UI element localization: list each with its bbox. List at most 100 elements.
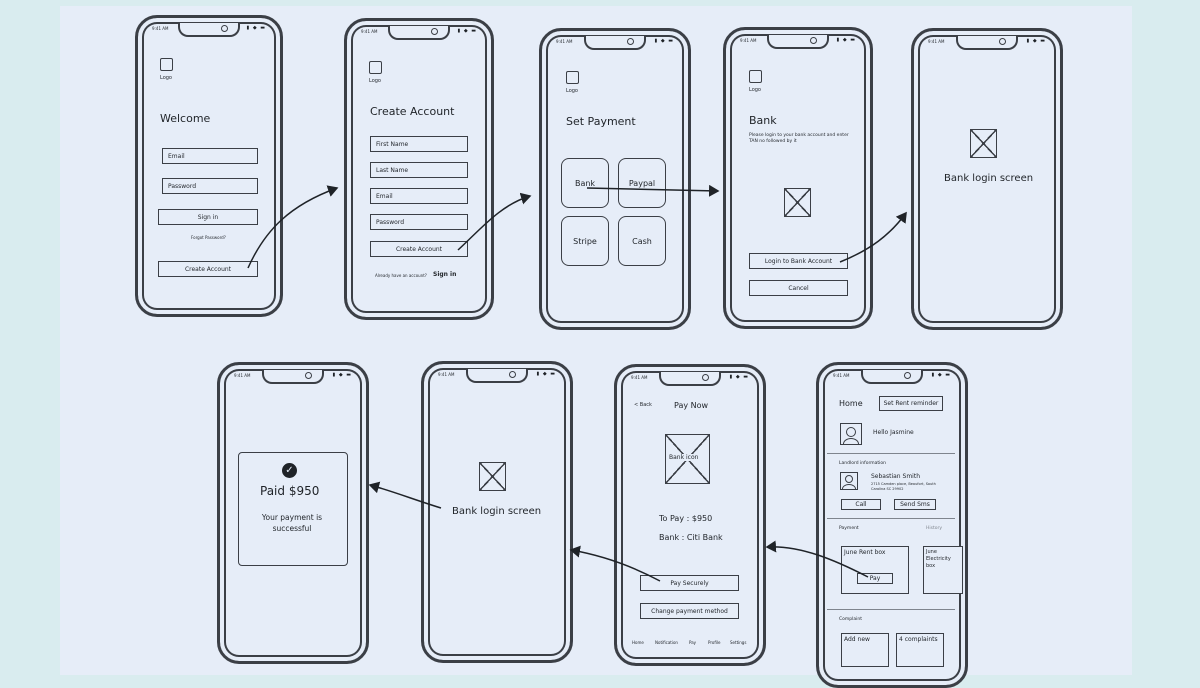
pay-now-title: Pay Now bbox=[674, 401, 709, 410]
status-time: 9:41 AM bbox=[928, 39, 945, 44]
bank-description: Please login to your bank account and en… bbox=[749, 133, 849, 144]
payment-option-paypal[interactable]: Paypal bbox=[618, 158, 666, 208]
bank-login-label: Bank login screen bbox=[452, 506, 542, 517]
login-to-bank-button[interactable]: Login to Bank Account bbox=[749, 253, 848, 269]
nav-home[interactable]: Home bbox=[632, 640, 644, 645]
logo-icon bbox=[369, 61, 382, 74]
status-icons: ▮ ◆ ▬ bbox=[246, 25, 266, 31]
email-field[interactable]: Email bbox=[162, 148, 258, 164]
phone-bank-login-1: 9:41 AM ▮ ◆ ▬ Bank login screen bbox=[911, 28, 1063, 330]
june-electricity-label: June Electricity box bbox=[926, 549, 951, 569]
phone-welcome: 9:41 AM ▮ ◆ ▬ Logo Welcome Email Passwor… bbox=[135, 15, 283, 317]
phone-bank-login-2: 9:41 AM ▮ ◆ ▬ Bank login screen bbox=[421, 361, 573, 663]
first-name-field[interactable]: First Name bbox=[370, 136, 468, 152]
back-button[interactable]: < Back bbox=[634, 402, 652, 408]
status-icons: ▮ ◆ ▬ bbox=[457, 28, 477, 34]
status-time: 9:41 AM bbox=[740, 38, 757, 43]
june-rent-label: June Rent box bbox=[844, 549, 886, 556]
status-time: 9:41 AM bbox=[833, 373, 850, 378]
bank-name: Bank : Citi Bank bbox=[659, 533, 723, 542]
change-payment-method-button[interactable]: Change payment method bbox=[640, 603, 739, 619]
arrow-home-pay-to-paynow bbox=[765, 540, 869, 578]
image-placeholder-icon bbox=[970, 129, 997, 158]
logo-label: Logo bbox=[566, 88, 578, 94]
cancel-button[interactable]: Cancel bbox=[749, 280, 848, 296]
sign-in-link[interactable]: Sign in bbox=[433, 271, 457, 278]
status-icons: ▮ ◆ ▬ bbox=[332, 372, 352, 378]
june-rent-card: June Rent box bbox=[841, 546, 909, 594]
call-button[interactable]: Call bbox=[841, 499, 881, 510]
payment-section-label: Payment bbox=[839, 526, 859, 531]
status-time: 9:41 AM bbox=[438, 372, 455, 377]
image-placeholder-icon bbox=[784, 188, 811, 217]
nav-notification[interactable]: Notification bbox=[655, 640, 678, 645]
status-time: 9:41 AM bbox=[234, 373, 251, 378]
email-field[interactable]: Email bbox=[370, 188, 468, 204]
last-name-field[interactable]: Last Name bbox=[370, 162, 468, 178]
create-account-button[interactable]: Create Account bbox=[370, 241, 468, 257]
payment-history-link[interactable]: History bbox=[926, 526, 943, 531]
logo-label: Logo bbox=[749, 87, 761, 93]
divider bbox=[827, 518, 955, 519]
landlord-section-label: Landlord information bbox=[839, 461, 887, 466]
status-time: 9:41 AM bbox=[361, 29, 378, 34]
create-account-title: Create Account bbox=[370, 105, 455, 118]
payment-option-stripe[interactable]: Stripe bbox=[561, 216, 609, 266]
checkmark-icon: ✓ bbox=[282, 463, 297, 478]
nav-settings[interactable]: Settings bbox=[730, 640, 747, 645]
payment-option-bank[interactable]: Bank bbox=[561, 158, 609, 208]
bank-title: Bank bbox=[749, 114, 777, 127]
image-placeholder-icon bbox=[479, 462, 506, 491]
logo-label: Logo bbox=[369, 78, 381, 84]
add-new-complaint-button[interactable]: Add new bbox=[841, 633, 889, 667]
success-card bbox=[238, 452, 348, 566]
greeting-text: Hello Jasmine bbox=[873, 429, 914, 436]
logo-icon bbox=[160, 58, 173, 71]
have-account-text: Already have an account? bbox=[375, 273, 427, 278]
status-time: 9:41 AM bbox=[152, 26, 169, 31]
divider bbox=[827, 453, 955, 454]
arrow-create-to-payment bbox=[457, 192, 532, 251]
arrow-welcome-to-create bbox=[247, 185, 339, 269]
home-title: Home bbox=[839, 399, 863, 408]
nav-profile[interactable]: Profile bbox=[708, 640, 721, 645]
to-pay-amount: To Pay : $950 bbox=[659, 514, 713, 523]
password-field[interactable]: Password bbox=[370, 214, 468, 230]
forgot-password-link[interactable]: Forgot Password? bbox=[191, 235, 226, 240]
phone-pay-now: 9:41 AM ▮ ◆ ▬ < Back Pay Now Bank icon T… bbox=[614, 364, 766, 666]
sign-in-button[interactable]: Sign in bbox=[158, 209, 258, 225]
arrow-paysecure-to-banklogin bbox=[569, 545, 661, 582]
landlord-name: Sebastian Smith bbox=[871, 473, 920, 480]
phone-success: 9:41 AM ▮ ◆ ▬ ✓ Paid $950 Your payment i… bbox=[217, 362, 369, 664]
phone-set-payment: 9:41 AM ▮ ◆ ▬ Logo Set Payment Bank Payp… bbox=[539, 28, 691, 330]
arrow-login-to-bank-screen bbox=[839, 211, 907, 263]
status-time: 9:41 AM bbox=[631, 375, 648, 380]
logo-icon bbox=[749, 70, 762, 83]
logo-icon bbox=[566, 71, 579, 84]
divider bbox=[827, 609, 955, 610]
success-message: Your payment is successful bbox=[261, 513, 323, 533]
complaints-count-label: 4 complaints bbox=[899, 636, 938, 643]
set-payment-title: Set Payment bbox=[566, 115, 636, 128]
complaint-section-label: Complaint bbox=[839, 617, 863, 622]
send-sms-button[interactable]: Send Sms bbox=[894, 499, 936, 510]
complaints-count-card[interactable]: 4 complaints bbox=[896, 633, 944, 667]
pay-button[interactable]: Pay bbox=[857, 573, 893, 584]
phone-bank: 9:41 AM ▮ ◆ ▬ Logo Bank Please login to … bbox=[723, 27, 873, 329]
june-electricity-card: June Electricity box bbox=[923, 546, 963, 594]
paid-amount: Paid $950 bbox=[260, 484, 320, 498]
welcome-title: Welcome bbox=[160, 112, 211, 125]
logo-label: Logo bbox=[160, 75, 172, 81]
password-field[interactable]: Password bbox=[162, 178, 258, 194]
nav-pay[interactable]: Pay bbox=[689, 640, 697, 645]
set-rent-reminder-button[interactable]: Set Rent reminder bbox=[879, 396, 943, 411]
status-icons: ▮ ◆ ▬ bbox=[836, 37, 856, 43]
pay-securely-button[interactable]: Pay Securely bbox=[640, 575, 739, 591]
landlord-avatar bbox=[840, 472, 858, 490]
arrow-banklogin-to-success bbox=[368, 481, 442, 509]
create-account-button[interactable]: Create Account bbox=[158, 261, 258, 277]
status-time: 9:41 AM bbox=[556, 39, 573, 44]
arrow-bank-option-to-bank bbox=[586, 184, 720, 197]
payment-option-cash[interactable]: Cash bbox=[618, 216, 666, 266]
